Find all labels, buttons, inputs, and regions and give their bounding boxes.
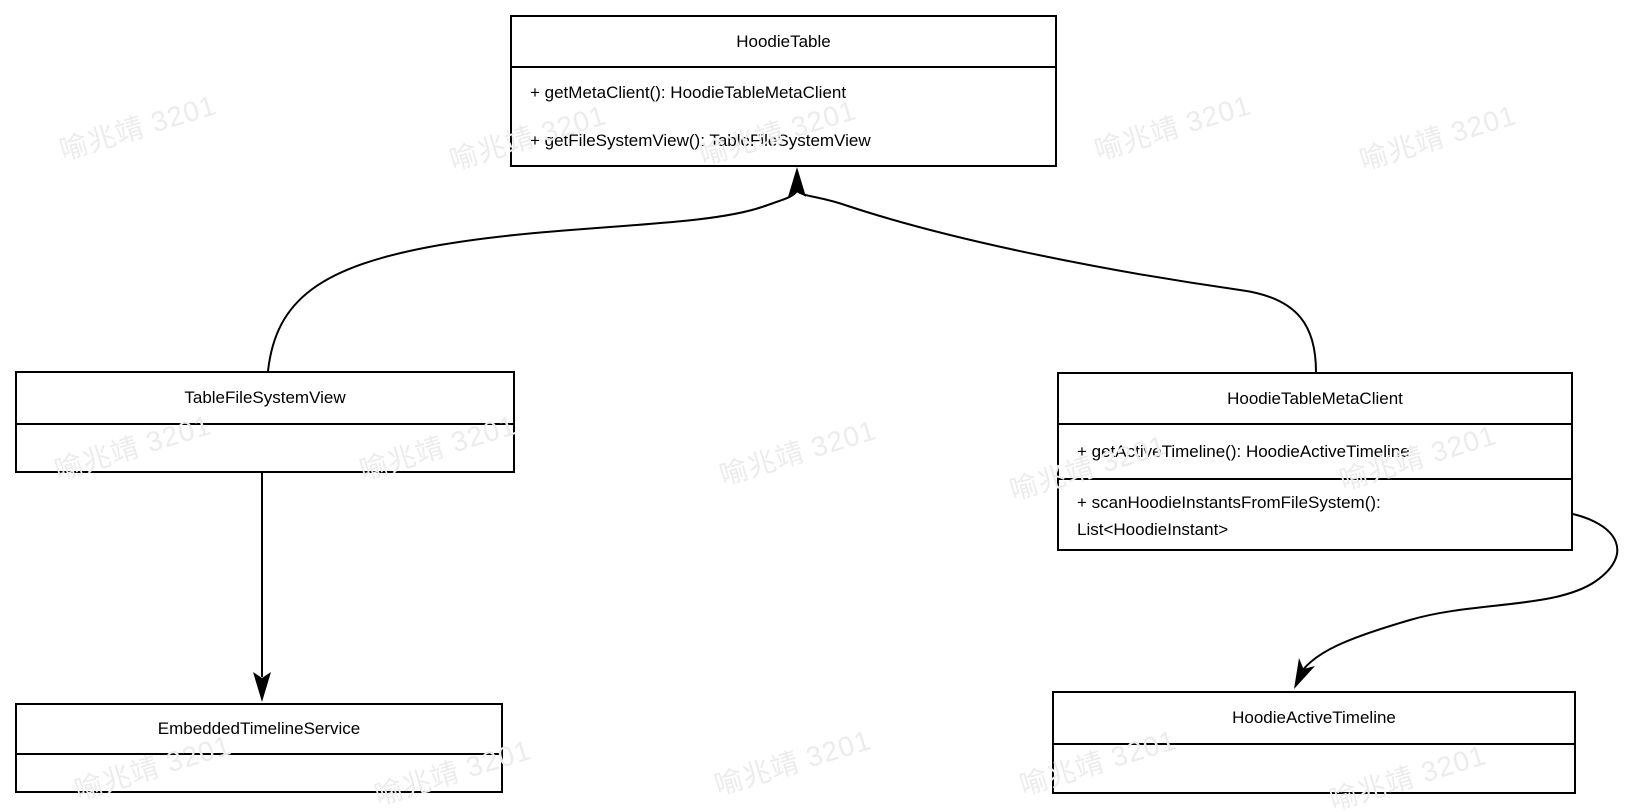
arrowhead-to-hoodieactivetimeline [1294, 658, 1315, 689]
arrowhead-to-embeddedtimelineservice [253, 672, 271, 702]
edge-hoodietablemetaclient-to-hoodietable [796, 190, 1317, 373]
class-hoodietablemetaclient: HoodieTableMetaClient + getActiveTimelin… [1057, 372, 1573, 551]
class-hoodieactivetimeline-empty-compartment [1054, 745, 1574, 792]
arrowhead-to-hoodietable [788, 167, 806, 197]
class-hoodieactivetimeline-title: HoodieActiveTimeline [1054, 693, 1574, 745]
class-hoodietablemetaclient-title: HoodieTableMetaClient [1059, 374, 1571, 425]
class-tablefilesystemview-empty-compartment [17, 425, 513, 471]
watermark-text: 喻兆靖 3201 [1090, 89, 1255, 167]
class-hoodietable: HoodieTable + getMetaClient(): HoodieTab… [510, 15, 1057, 167]
class-tablefilesystemview-title: TableFileSystemView [17, 373, 513, 425]
edge-tablefilesystemview-to-hoodietable [267, 190, 798, 372]
method-getactivetimeline: + getActiveTimeline(): HoodieActiveTimel… [1059, 425, 1571, 480]
method-getfilesystemview: + getFileSystemView(): TableFileSystemVi… [530, 131, 871, 150]
class-hoodietable-title: HoodieTable [512, 17, 1055, 68]
watermark-text: 喻兆靖 3201 [1355, 99, 1520, 177]
class-hoodieactivetimeline: HoodieActiveTimeline [1052, 691, 1576, 794]
class-embeddedtimelineservice: EmbeddedTimelineService [15, 703, 503, 793]
method-scanhoodieinstants-line2: List<HoodieInstant> [1077, 520, 1229, 539]
watermark-text: 喻兆靖 3201 [710, 724, 875, 802]
method-scanhoodieinstants-line1: + scanHoodieInstantsFromFileSystem(): [1077, 493, 1381, 512]
class-embeddedtimelineservice-empty-compartment [17, 755, 501, 791]
watermark-text: 喻兆靖 3201 [715, 414, 880, 492]
class-tablefilesystemview: TableFileSystemView [15, 371, 515, 473]
watermark-text: 喻兆靖 3201 [55, 89, 220, 167]
class-embeddedtimelineservice-title: EmbeddedTimelineService [17, 705, 501, 755]
method-getmetaclient: + getMetaClient(): HoodieTableMetaClient [530, 82, 847, 102]
method-scanhoodieinstants: + scanHoodieInstantsFromFileSystem(): Li… [1059, 480, 1571, 549]
